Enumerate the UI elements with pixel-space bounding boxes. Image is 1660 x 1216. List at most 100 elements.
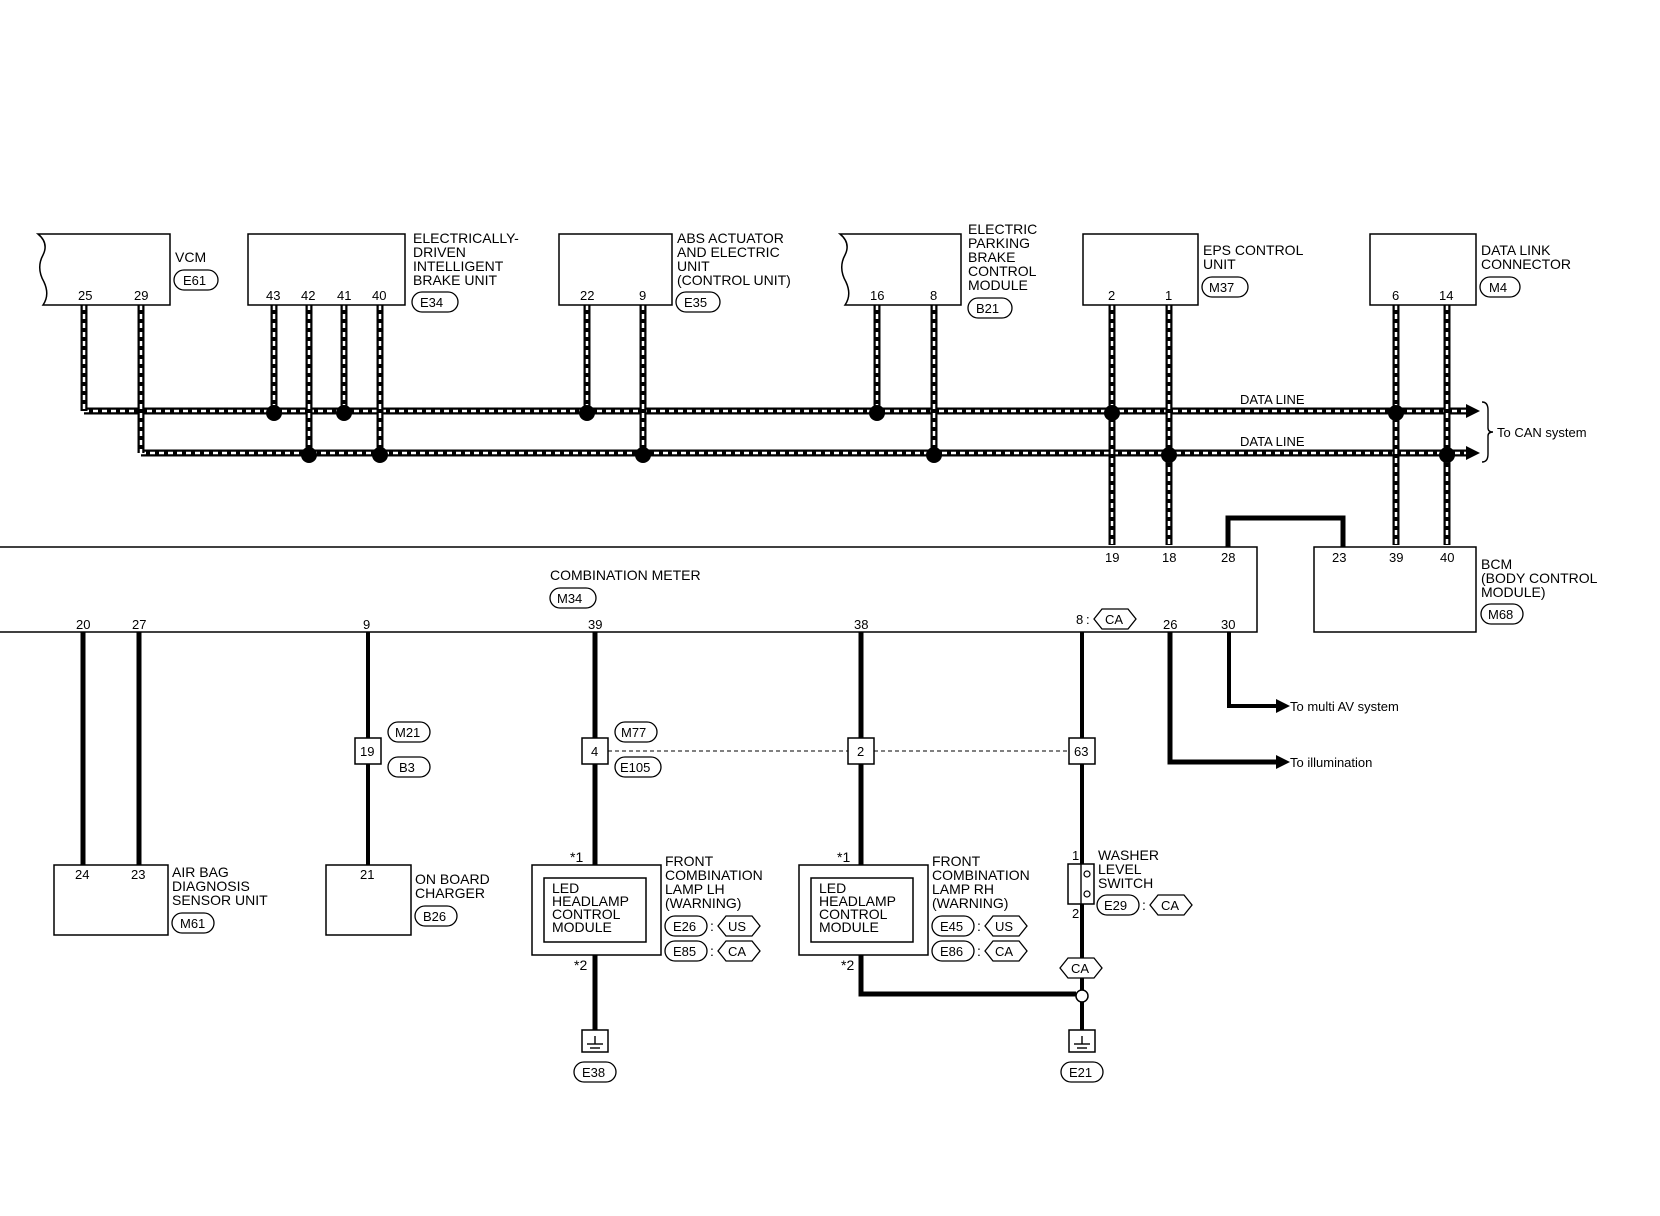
joint-19-conn-b: B3	[399, 760, 415, 775]
lamp-rh-inner-line-4: MODULE	[819, 919, 879, 935]
lamp-lh-inner-line-2: HEADLAMP	[552, 893, 629, 909]
front-lamp-rh-module: LED HEADLAMP CONTROL MODULE *1 *2 FRONT …	[798, 849, 1030, 973]
abs-actuator-module: 22 9 ABS ACTUATOR AND ELECTRIC UNIT (CON…	[558, 230, 791, 313]
airbag-sensor-module: 24 23 AIR BAG DIAGNOSIS SENSOR UNIT M61	[53, 864, 268, 936]
front-lamp-lh-module: LED HEADLAMP CONTROL MODULE *1 *2 FRONT …	[531, 849, 763, 973]
epb-label-line-4: CONTROL	[968, 263, 1037, 279]
brake-pin-41: 41	[337, 288, 351, 303]
lamp-lh-mark-bottom: *2	[574, 957, 587, 973]
dlc-label-line-2: CONNECTOR	[1481, 256, 1571, 272]
brake-label-line-3: INTELLIGENT	[413, 258, 504, 274]
joint-4-conn-b: E105	[620, 760, 650, 775]
brake-label-line-4: BRAKE UNIT	[413, 272, 497, 288]
washer-ground-tag: CA	[1071, 961, 1089, 976]
can-system-destination: To CAN system	[1497, 425, 1587, 440]
epb-pin-16: 16	[870, 288, 884, 303]
abs-label-line-4: (CONTROL UNIT)	[677, 272, 791, 288]
airbag-label-line-3: SENSOR UNIT	[172, 892, 268, 908]
on-board-charger-module: 21 ON BOARD CHARGER B26	[325, 864, 490, 936]
meter-pin-20: 20	[76, 617, 90, 632]
bus-junctions	[266, 405, 1455, 463]
data-line-label-2: DATA LINE	[1240, 434, 1305, 449]
illumination-destination: To illumination	[1290, 755, 1372, 770]
airbag-label-line-1: AIR BAG	[172, 864, 229, 880]
ground-e21: E21	[1060, 1029, 1104, 1083]
brake-label-line-2: DRIVEN	[413, 244, 466, 260]
ground-e21-label: E21	[1069, 1065, 1092, 1080]
bcm-pin-23: 23	[1332, 550, 1346, 565]
charger-label-line-1: ON BOARD	[415, 871, 490, 887]
lamp-rh-conn-2: E86	[940, 944, 963, 959]
eps-label-line-2: UNIT	[1203, 256, 1236, 272]
bcm-label-line-3: MODULE)	[1481, 584, 1546, 600]
abs-pin-9: 9	[639, 288, 646, 303]
meter-connector: M34	[557, 591, 582, 606]
can-bus-low	[141, 446, 1480, 460]
data-line-label-1: DATA LINE	[1240, 392, 1305, 407]
lamp-lh-inner-line-4: MODULE	[552, 919, 612, 935]
washer-label-line-3: SWITCH	[1098, 875, 1153, 891]
vcm-pin-25: 25	[78, 288, 92, 303]
lamp-rh-inner-line-2: HEADLAMP	[819, 893, 896, 909]
meter-pin-19: 19	[1105, 550, 1119, 565]
bcm-pin-39: 39	[1389, 550, 1403, 565]
lamp-rh-label-line-2: COMBINATION	[932, 867, 1030, 883]
brake-unit-module: 43 42 41 40 ELECTRICALLY- DRIVEN INTELLI…	[247, 230, 519, 313]
airbag-pin-24: 24	[75, 867, 89, 882]
washer-connector-tag: CA	[1161, 898, 1179, 913]
bcm-label-line-2: (BODY CONTROL	[1481, 570, 1598, 586]
meter-pin-39: 39	[588, 617, 602, 632]
lamp-lh-conn-2-tag: CA	[728, 944, 746, 959]
meter-pin-27: 27	[132, 617, 146, 632]
joint-4-conn-a: M77	[621, 725, 646, 740]
bcm-connector: M68	[1488, 607, 1513, 622]
meter-pin-30: 30	[1221, 617, 1235, 632]
lamp-lh-inner-line-1: LED	[552, 880, 579, 896]
lamp-lh-label-line-1: FRONT	[665, 853, 714, 869]
eps-connector: M37	[1209, 280, 1234, 295]
bcm-label-line-1: BCM	[1481, 556, 1512, 572]
lamp-rh-label-line-3: LAMP RH	[932, 881, 994, 897]
vcm-connector: E61	[183, 273, 206, 288]
joint-19-pin: 19	[360, 744, 374, 759]
epb-module: 16 8 ELECTRIC PARKING BRAKE CONTROL MODU…	[837, 221, 1037, 319]
dlc-pin-6: 6	[1392, 288, 1399, 303]
lamp-rh-label-line-1: FRONT	[932, 853, 981, 869]
charger-label-line-2: CHARGER	[415, 885, 485, 901]
lamp-lh-conn-1: E26	[673, 919, 696, 934]
wire-26-illumination	[1167, 632, 1276, 765]
ground-e38-label: E38	[582, 1065, 605, 1080]
airbag-label-line-2: DIAGNOSIS	[172, 878, 250, 894]
dlc-pin-14: 14	[1439, 288, 1453, 303]
joint-4-pin: 4	[591, 744, 598, 759]
meter-pin-38: 38	[854, 617, 868, 632]
abs-pin-22: 22	[580, 288, 594, 303]
charger-connector: B26	[423, 909, 446, 924]
multi-av-destination: To multi AV system	[1290, 699, 1399, 714]
bcm-pin-40: 40	[1440, 550, 1454, 565]
lamp-lh-conn-1-colon: :	[710, 918, 714, 934]
lamp-rh-conn-1-colon: :	[977, 918, 981, 934]
lamp-rh-mark-top: *1	[837, 849, 850, 865]
brake-connector: E34	[420, 295, 443, 310]
brake-pin-40: 40	[372, 288, 386, 303]
meter-bcm-wire	[1225, 515, 1346, 547]
meter-pin-8: 8	[1076, 612, 1083, 627]
abs-connector: E35	[684, 295, 707, 310]
washer-label-line-2: LEVEL	[1098, 861, 1142, 877]
epb-pin-8: 8	[930, 288, 937, 303]
lamp-rh-ground-wire	[858, 955, 1076, 997]
epb-label-line-2: PARKING	[968, 235, 1030, 251]
lamp-lh-label-line-4: (WARNING)	[665, 895, 741, 911]
lamp-lh-inner-line-3: CONTROL	[552, 906, 621, 922]
abs-label-line-2: AND ELECTRIC	[677, 244, 780, 260]
joint-19-conn-a: M21	[395, 725, 420, 740]
lamp-rh-conn-2-tag: CA	[995, 944, 1013, 959]
meter-pin-8-colon: :	[1086, 612, 1090, 627]
meter-pin-18: 18	[1162, 550, 1176, 565]
meter-label: COMBINATION METER	[550, 567, 701, 583]
meter-pin-8-tag: CA	[1105, 612, 1123, 627]
washer-label-line-1: WASHER	[1098, 847, 1159, 863]
airbag-connector: M61	[180, 916, 205, 931]
